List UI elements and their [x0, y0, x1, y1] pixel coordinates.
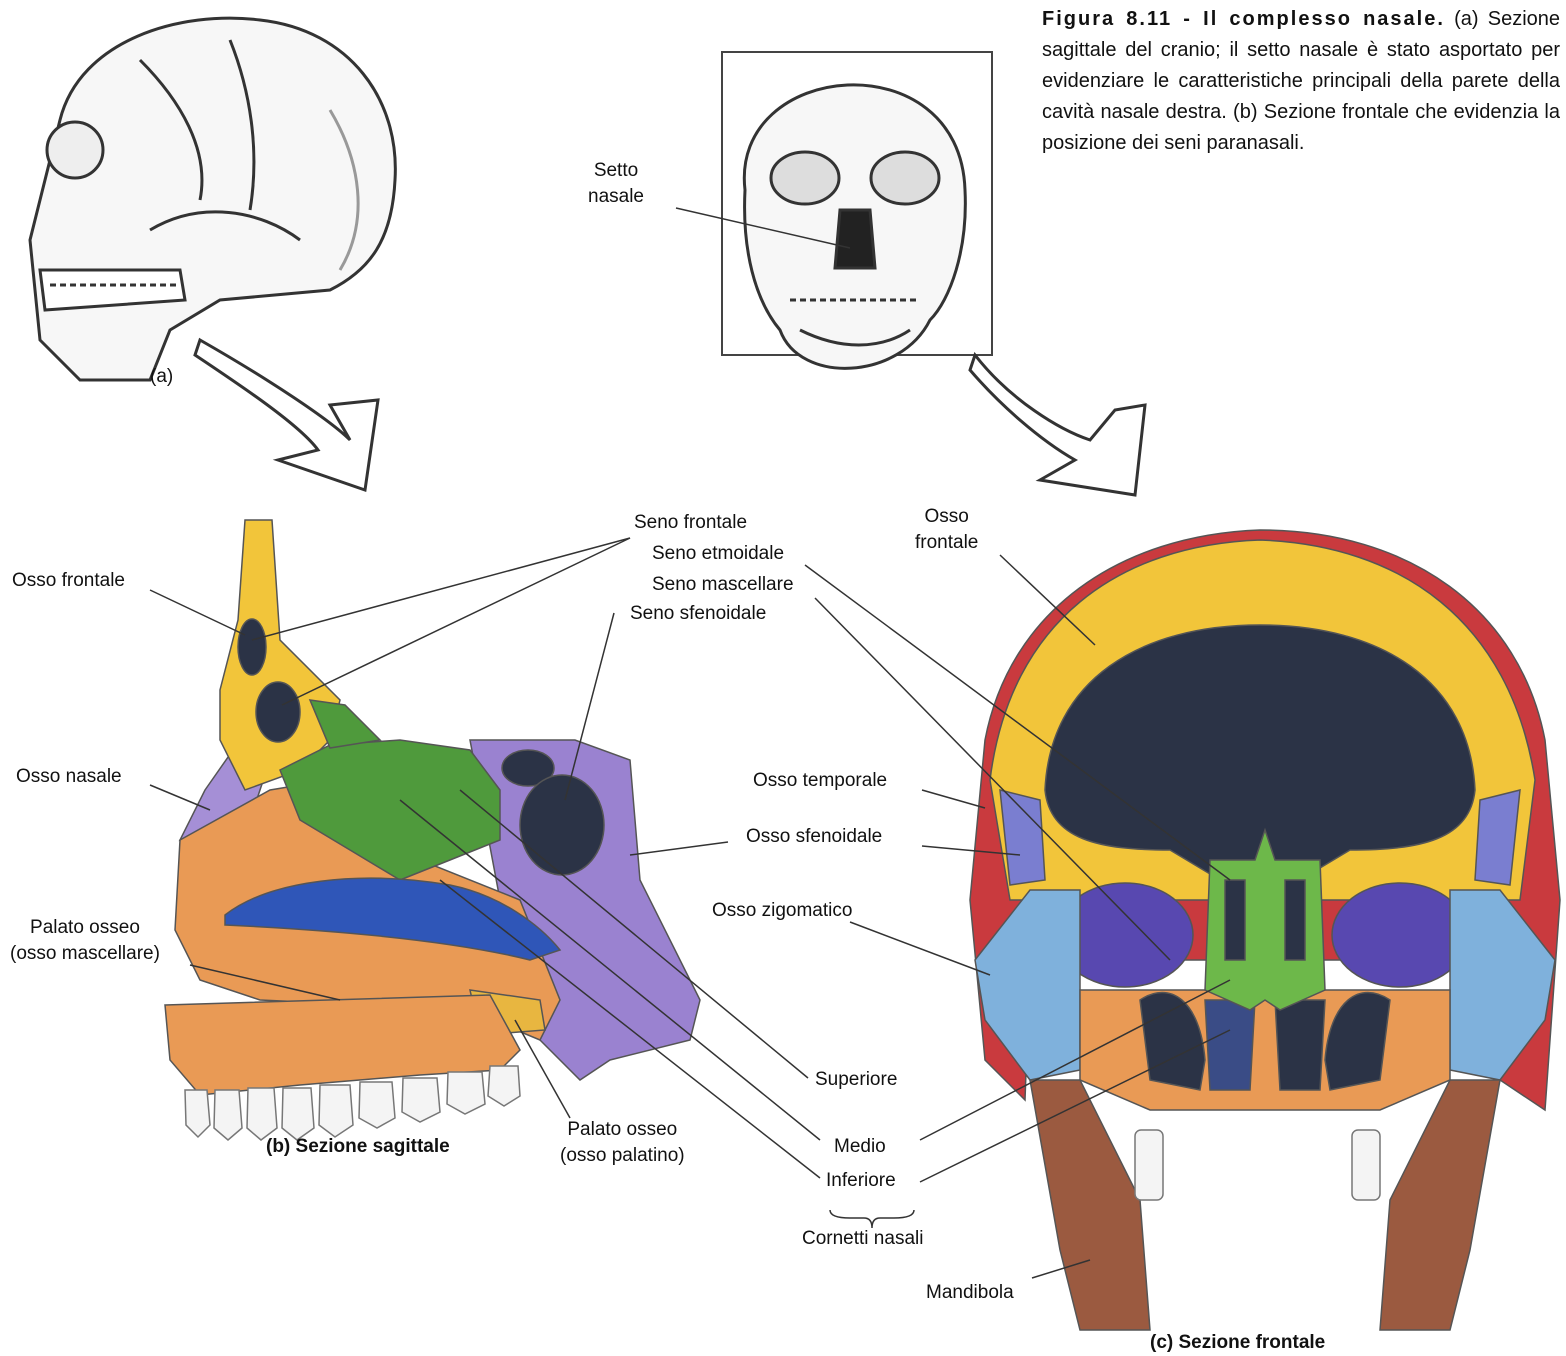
label-cornetti-nasali: Cornetti nasali — [802, 1226, 923, 1252]
label-seno-sfenoidale: Seno sfenoidale — [630, 601, 766, 627]
leader-osso-frontale-b — [150, 590, 245, 635]
leader-seno-frontale-2 — [282, 538, 630, 705]
label-setto-nasale: Setto nasale — [588, 158, 644, 210]
leader-seno-frontale-1 — [252, 538, 630, 640]
figure-caption: Figura 8.11 - Il complesso nasale. (a) S… — [1042, 4, 1560, 159]
label-osso-frontale-frontal: Osso frontale — [915, 504, 978, 556]
label-osso-sfenoidale: Osso sfenoidale — [746, 824, 882, 850]
label-medio: Medio — [834, 1134, 886, 1160]
frontal-section-drawing — [970, 530, 1560, 1330]
label-mandibola: Mandibola — [926, 1280, 1014, 1306]
arrow-a-to-b — [195, 340, 378, 490]
label-superiore: Superiore — [815, 1067, 897, 1093]
sagittal-section-drawing — [165, 520, 700, 1140]
label-osso-nasale: Osso nasale — [16, 764, 122, 790]
leader-osso-temporale — [922, 790, 985, 808]
label-osso-frontale-sagittal: Osso frontale — [12, 568, 125, 594]
label-seno-etmoidale: Seno etmoidale — [652, 541, 784, 567]
arrow-skull-to-c — [970, 355, 1145, 495]
skull-frontal-drawing — [722, 52, 992, 368]
panel-label-b: (b) Sezione sagittale — [266, 1134, 450, 1160]
panel-label-c: (c) Sezione frontale — [1150, 1330, 1325, 1356]
panel-label-a: (a) — [150, 364, 173, 390]
skull-lateral-drawing — [30, 18, 395, 380]
label-palato-osseo-mascellare: Palato osseo (osso mascellare) — [10, 915, 160, 967]
label-osso-zigomatico: Osso zigomatico — [712, 898, 852, 924]
label-osso-temporale: Osso temporale — [753, 768, 887, 794]
leader-osso-sfenoidale-b — [630, 842, 728, 855]
label-palato-osseo-palatino: Palato osseo (osso palatino) — [560, 1117, 685, 1169]
leader-osso-zigomatico — [850, 922, 990, 975]
caption-title: Figura 8.11 - Il complesso nasale. — [1042, 8, 1445, 30]
label-inferiore: Inferiore — [826, 1168, 896, 1194]
label-seno-mascellare: Seno mascellare — [652, 572, 794, 598]
label-seno-frontale: Seno frontale — [634, 510, 747, 536]
